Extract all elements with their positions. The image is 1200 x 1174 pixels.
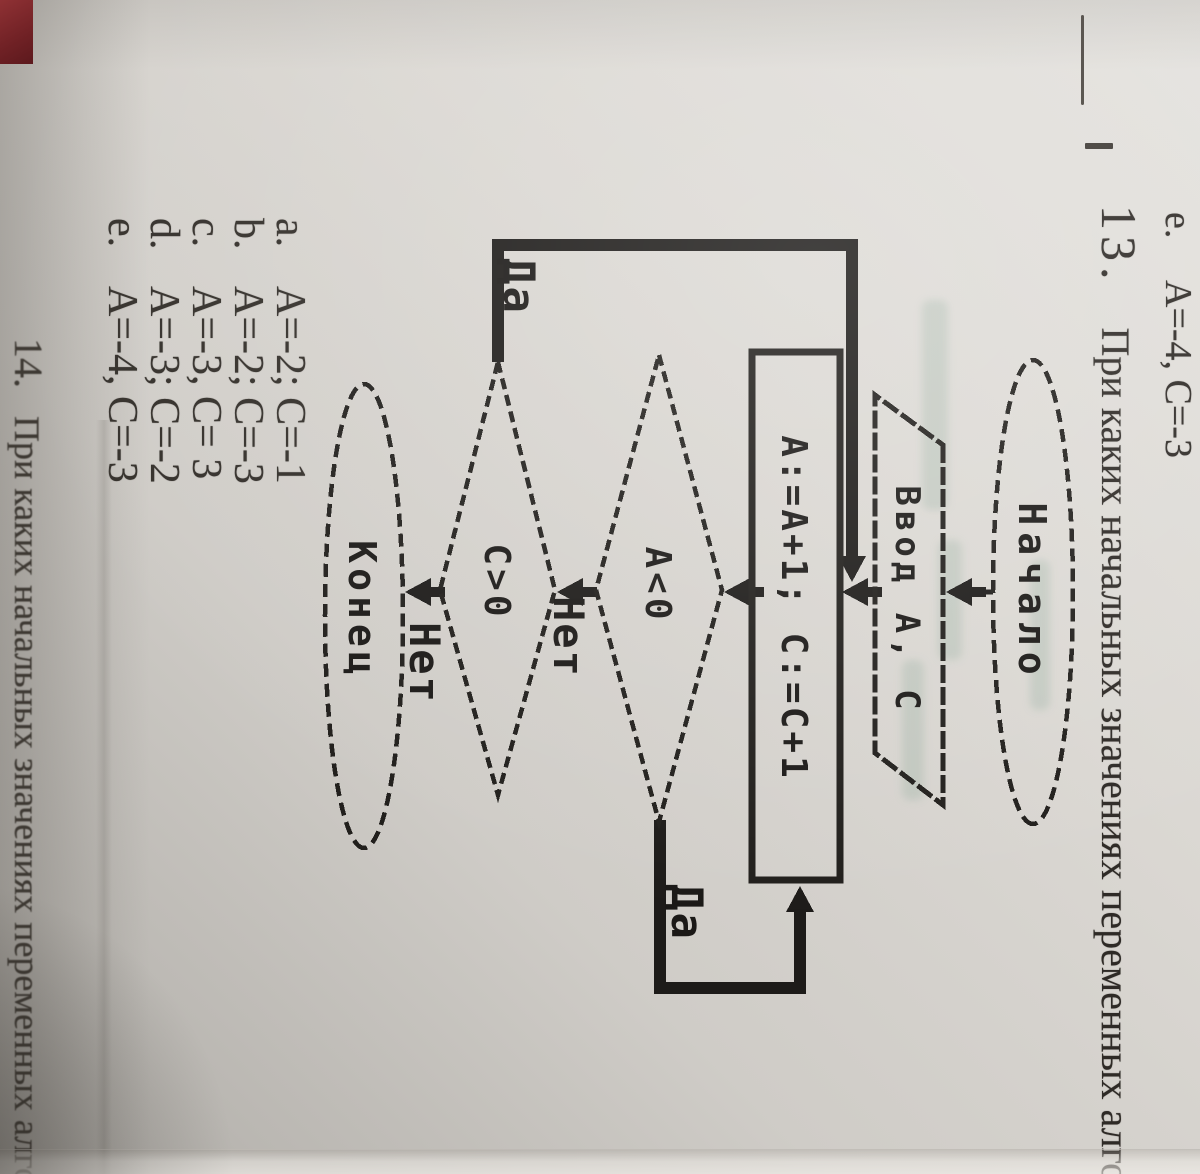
decision1-label: А<0 bbox=[637, 546, 678, 623]
process-label: А:=А+1; С:=С+1 bbox=[773, 435, 814, 780]
end-terminator bbox=[322, 381, 406, 851]
option-letter: c. bbox=[183, 218, 229, 248]
option-letter: e. bbox=[99, 218, 145, 248]
arrow-loop-decision1 bbox=[786, 886, 814, 926]
option-row-d: d. А=-3; С=-2 bbox=[141, 218, 187, 484]
option-letter: a. bbox=[267, 218, 313, 248]
arrow-into-decision1 bbox=[724, 578, 764, 606]
book-cover-corner bbox=[0, 0, 33, 64]
arrow-into-input bbox=[946, 578, 986, 606]
process-box bbox=[748, 348, 844, 884]
arrow-into-end bbox=[405, 578, 445, 606]
input-parallelogram bbox=[872, 390, 946, 811]
no-label-decision2: Нет bbox=[400, 622, 449, 704]
option-letter: d. bbox=[141, 218, 187, 250]
option-row-a: a. А=-2; С=-1 bbox=[267, 218, 313, 484]
decision1-diamond bbox=[593, 346, 725, 831]
input-label: Ввод А, С bbox=[887, 485, 927, 714]
option-row-e: e. А=-4, С=-3 bbox=[99, 218, 145, 484]
question-14: 14. При каких начальных значениях переме… bbox=[5, 338, 52, 1174]
option-value: А=-2; С=-3 bbox=[225, 286, 271, 484]
option-letter: b. bbox=[225, 218, 271, 250]
option-value: А=-3, С= 3 bbox=[183, 286, 229, 480]
yes-label-decision2: Да bbox=[493, 258, 544, 315]
loop-yes-decision2 bbox=[492, 239, 858, 568]
start-label: Начало bbox=[1010, 502, 1054, 681]
yes-label-decision1: Да bbox=[661, 884, 712, 941]
decision2-label: С>0 bbox=[476, 543, 517, 620]
option-value: А=-3; С=-2 bbox=[141, 286, 187, 484]
option-row-c: c. А=-3, С= 3 bbox=[183, 218, 229, 484]
answer-options-list: a. А=-2; С=-1 b. А=-2; С=-3 c. А=-3, С= 3 d… bbox=[99, 218, 313, 484]
no-label-decision1: Нет bbox=[544, 596, 593, 678]
option-value: А=-2; С=-1 bbox=[267, 286, 313, 484]
start-terminator bbox=[990, 357, 1076, 827]
option-value: А=-4, С=-3 bbox=[99, 286, 145, 483]
option-row-b: b. А=-2; С=-3 bbox=[225, 218, 271, 484]
end-label: Конец bbox=[340, 540, 384, 679]
decision2-diamond bbox=[437, 361, 558, 804]
question-14-number: 14. bbox=[6, 338, 51, 388]
loop-yes-decision1 bbox=[654, 820, 806, 994]
question-14-text: При каких начальных значениях переменных… bbox=[7, 416, 47, 1174]
